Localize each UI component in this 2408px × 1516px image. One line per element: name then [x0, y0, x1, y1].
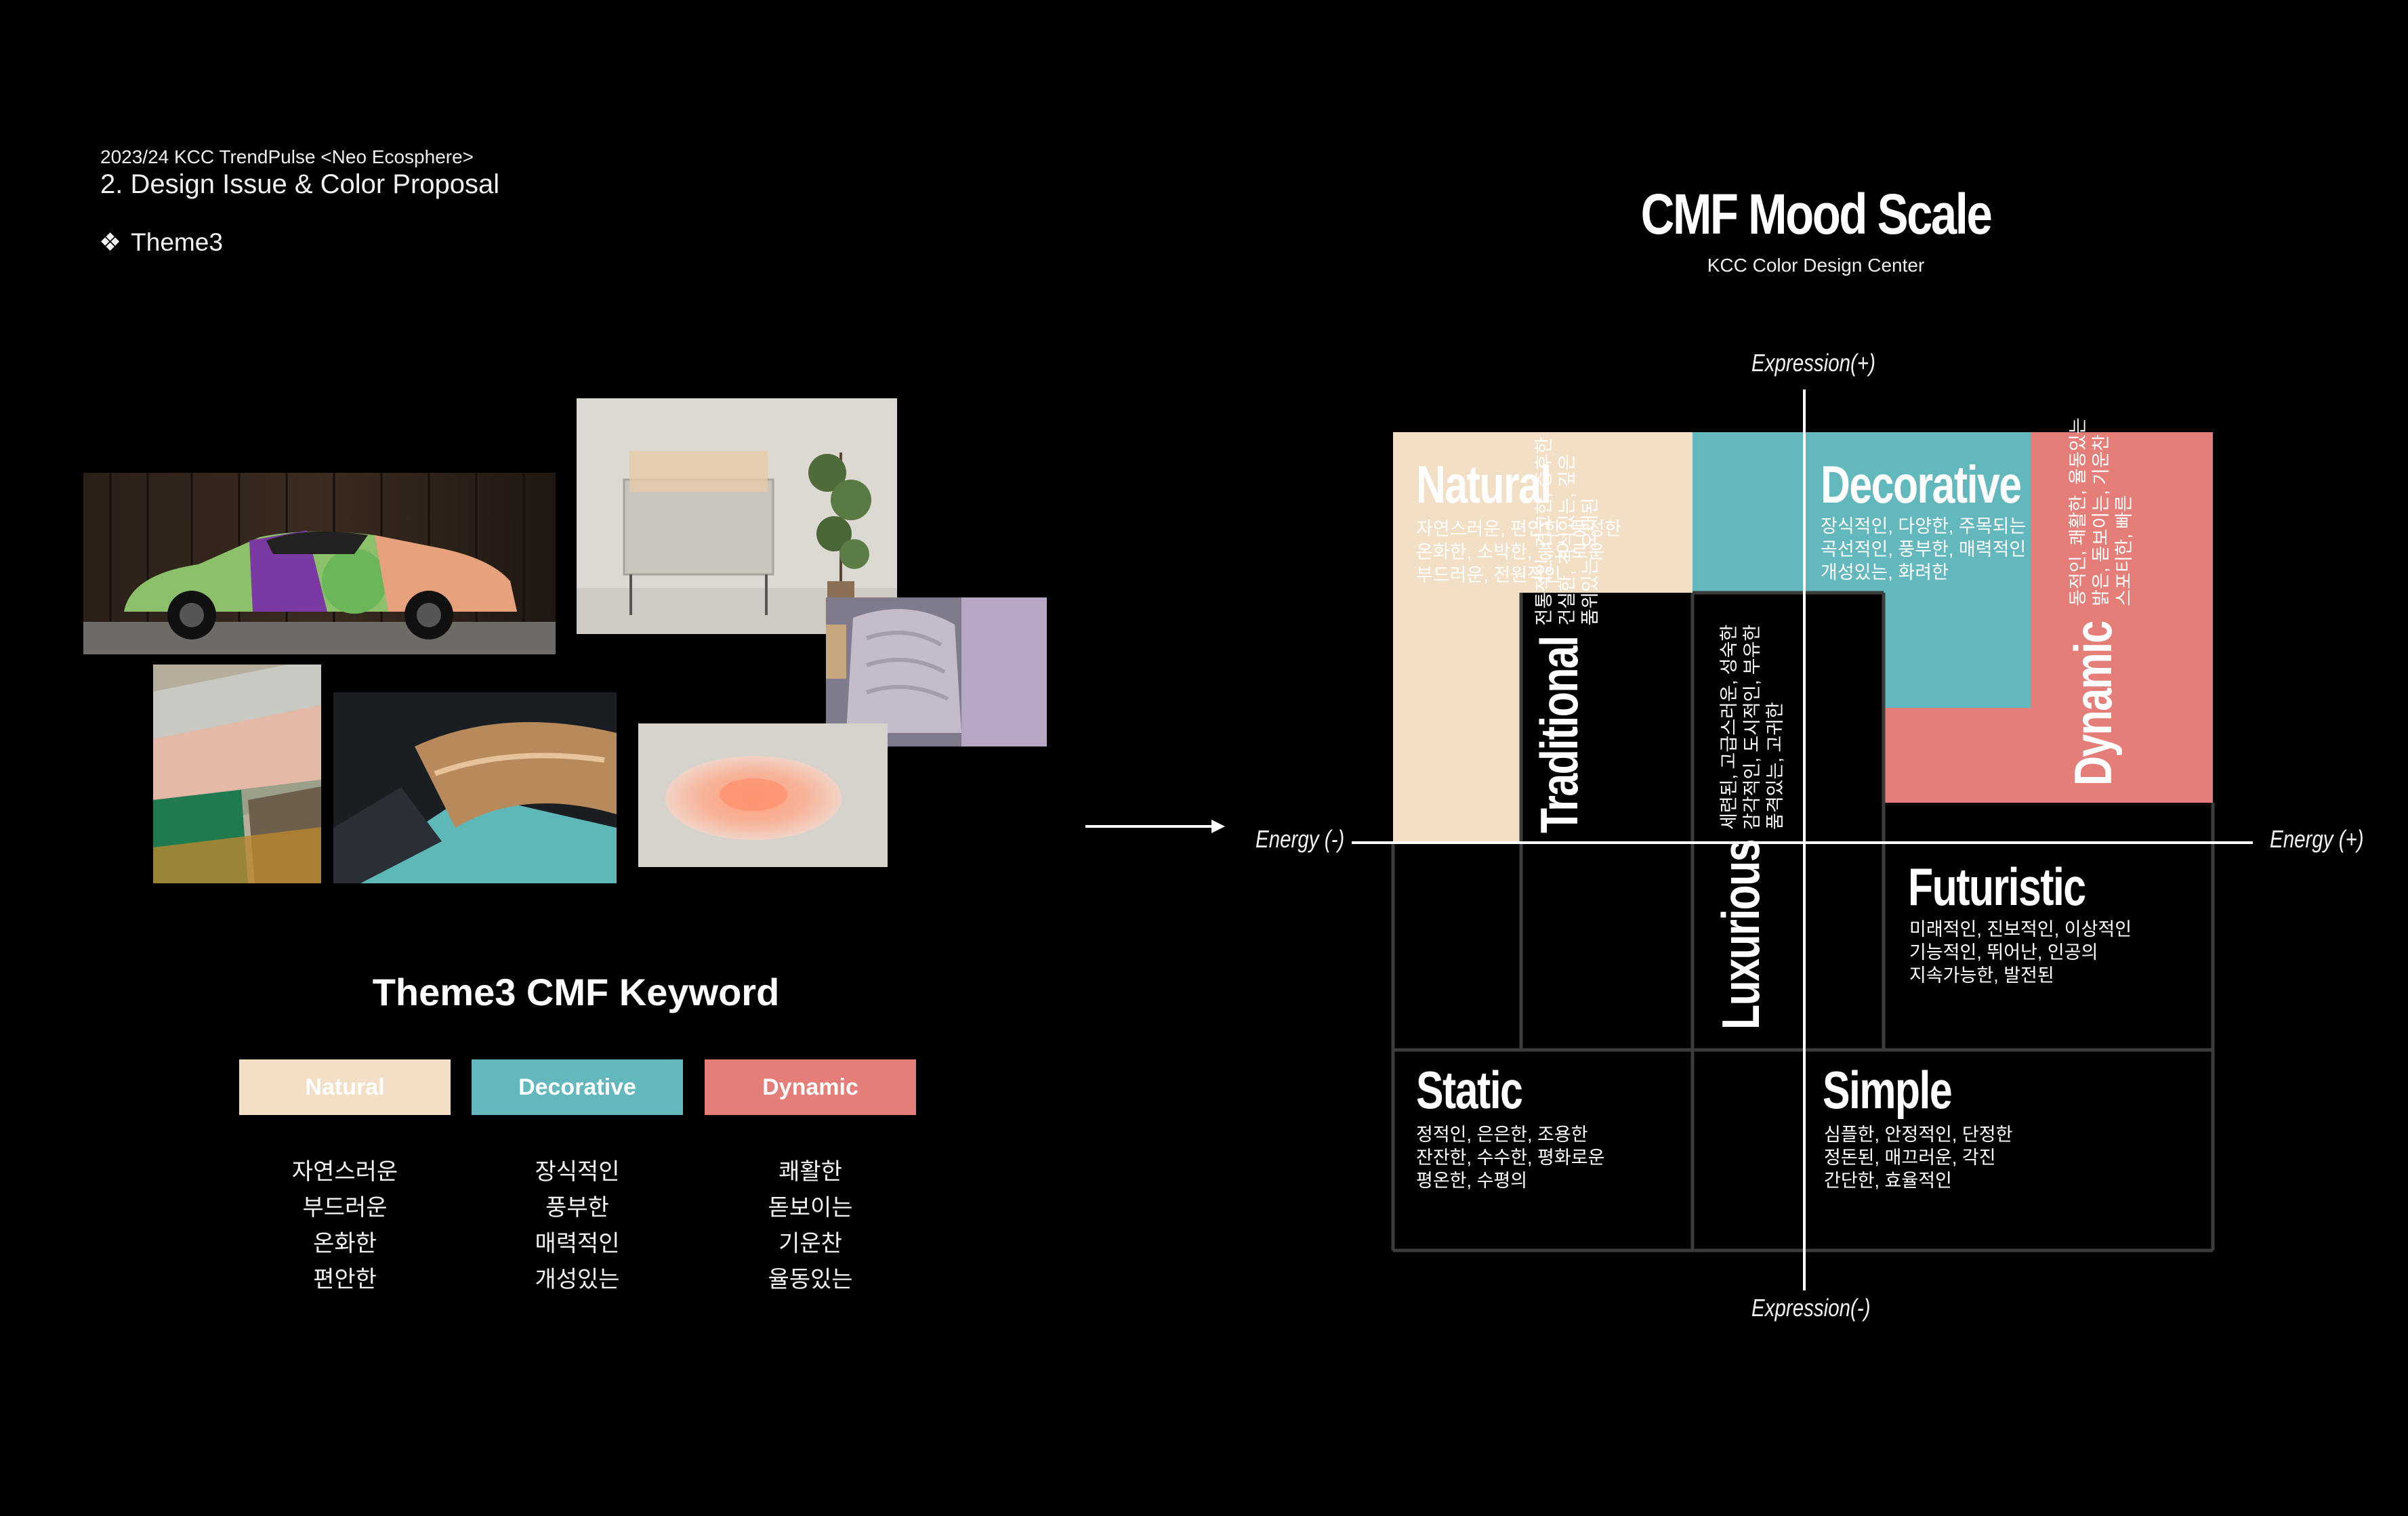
- theme-label: ❖ Theme3: [99, 228, 223, 257]
- desc-line: 부드러운, 전원적인: [1416, 565, 1561, 585]
- cell-desc-futuristic: 미래적인, 진보적인, 이상적인 기능적인, 뛰어난, 인공의 지속가능한, 발…: [1909, 918, 2132, 987]
- cell-title-futuristic: Futuristic: [1908, 857, 2086, 917]
- keyword-word: 자연스러운: [291, 1159, 398, 1185]
- keyword-word: 온화한: [313, 1231, 377, 1257]
- cell-dynamic-vertical: Dynamic 동적인, 쾌활한, 율동있는 밝은, 돋보이는, 기운찬 스포티…: [2063, 417, 2136, 786]
- car-interior-photo: [333, 692, 617, 883]
- desc-line: 동적인, 쾌활한, 율동있는: [2068, 417, 2088, 606]
- theme-label-text: Theme3: [131, 228, 223, 256]
- keyword-chip-decorative: Decorative: [472, 1059, 683, 1115]
- cell-title-traditional: Traditional: [1529, 636, 1589, 833]
- cell-desc-decorative: 장식적인, 다양한, 주목되는 곡선적인, 풍부한, 매력적인 개성있는, 화려…: [1821, 515, 2026, 584]
- axis-label-right: Energy (+): [2270, 825, 2364, 853]
- desc-line: 스포티한, 빠른: [2114, 494, 2134, 606]
- keyword-word: 매력적인: [535, 1231, 620, 1257]
- cell-title-luxurious: Luxurious: [1711, 839, 1770, 1030]
- desc-line: 건실한, 격식있는, 깊은: [1557, 454, 1577, 626]
- keyword-title: Theme3 CMF Keyword: [372, 971, 780, 1013]
- desc-line: 간단한, 효율적인: [1824, 1171, 1952, 1191]
- mood-scale-title: CMF Mood Scale: [1640, 182, 1993, 246]
- cell-title-decorative: Decorative: [1821, 455, 2022, 514]
- keyword-chip-dynamic: Dynamic: [705, 1059, 916, 1115]
- keyword-word: 돋보이는: [768, 1195, 853, 1221]
- axis-label-left: Energy (-): [1255, 825, 1345, 853]
- section-title: 2. Design Issue & Color Proposal: [100, 169, 500, 199]
- desc-line: 개성있는, 화려한: [1821, 562, 1949, 583]
- keyword-chip-natural: Natural: [239, 1059, 451, 1115]
- cell-desc-natural: 자연스러운, 편안한, 풍성한 온화한, 소박한, 풍요로운 부드러운, 전원적…: [1416, 518, 1621, 587]
- desc-line: 품격있는, 고귀한: [1765, 702, 1785, 830]
- cell-desc-traditional: 전통적인, 견고한, 중후한 건실한, 격식있는, 깊은 품위있는, 오래된: [1533, 437, 1602, 625]
- keyword-word: 부드러운: [302, 1195, 388, 1221]
- desc-line: 장식적인, 다양한, 주목되는: [1821, 516, 2027, 536]
- keyword-word: 율동있는: [768, 1267, 853, 1292]
- keyword-word: 장식적인: [535, 1159, 620, 1185]
- cell-title-dynamic: Dynamic: [2063, 621, 2123, 786]
- cell-desc-simple: 심플한, 안정적인, 단정한 정돈된, 매끄러운, 각진 간단한, 효율적인: [1824, 1123, 2012, 1192]
- keyword-word: 쾌활한: [779, 1159, 842, 1185]
- axis-label-bottom: Expression(-): [1751, 1294, 1871, 1322]
- desc-line: 밝은, 돋보이는, 기운찬: [2091, 434, 2111, 606]
- desc-line: 지속가능한, 발전된: [1909, 965, 2054, 986]
- keyword-word: 풍부한: [545, 1195, 609, 1221]
- knit-textile-photo: [153, 665, 321, 883]
- sideboard-photo: [577, 398, 897, 634]
- dynamic-region: [1884, 432, 2213, 803]
- diamond-bullet-icon: ❖: [99, 228, 122, 256]
- car-seat-photo: [826, 597, 1047, 746]
- car-photo: [83, 473, 556, 654]
- cell-title-simple: Simple: [1823, 1060, 1953, 1120]
- keyword-word: 개성있는: [535, 1267, 620, 1292]
- keyword-word: 편안한: [313, 1267, 377, 1292]
- cell-title-natural: Natural: [1416, 455, 1552, 514]
- cell-desc-dynamic: 동적인, 쾌활한, 율동있는 밝은, 돋보이는, 기운찬 스포티한, 빠른: [2067, 417, 2136, 606]
- axis-label-top: Expression(+): [1751, 349, 1875, 377]
- desc-line: 전통적인, 견고한, 중후한: [1534, 437, 1554, 626]
- cell-title-static: Static: [1416, 1060, 1523, 1120]
- presentation-supertitle: 2023/24 KCC TrendPulse <Neo Ecosphere>: [100, 146, 474, 167]
- peach-plate-photo: [638, 723, 888, 867]
- keyword-words-decorative: 장식적인 풍부한 매력적인 개성있는: [472, 1154, 683, 1298]
- keyword-words-dynamic: 쾌활한 돋보이는 기운찬 율동있는: [705, 1154, 916, 1298]
- desc-line: 정적인, 은은한, 조용한: [1416, 1124, 1588, 1145]
- right-arrow-icon: [1085, 820, 1225, 833]
- keyword-word: 기운찬: [779, 1231, 842, 1257]
- desc-line: 심플한, 안정적인, 단정한: [1824, 1124, 2013, 1145]
- desc-line: 자연스러운, 편안한, 풍성한: [1416, 519, 1622, 539]
- decorative-region: [1693, 432, 2031, 708]
- desc-line: 평온한, 수평의: [1416, 1171, 1528, 1191]
- desc-line: 곡선적인, 풍부한, 매력적인: [1821, 539, 2027, 560]
- desc-line: 온화한, 소박한, 풍요로운: [1416, 542, 1605, 562]
- desc-line: 정돈된, 매끄러운, 각진: [1824, 1147, 1996, 1168]
- cell-traditional-vertical: Traditional 전통적인, 견고한, 중후한 건실한, 격식있는, 깊은…: [1529, 437, 1602, 833]
- mood-scale-subtitle: KCC Color Design Center: [1707, 255, 1925, 276]
- cell-luxurious-title-wrap: Luxurious: [1711, 786, 1770, 1030]
- desc-line: 품위있는, 오래된: [1580, 497, 1600, 626]
- desc-line: 기능적인, 뛰어난, 인공의: [1909, 942, 2098, 963]
- desc-line: 잔잔한, 수수한, 평화로운: [1416, 1147, 1605, 1168]
- natural-region: [1393, 432, 1693, 843]
- desc-line: 미래적인, 진보적인, 이상적인: [1909, 919, 2132, 940]
- keyword-words-natural: 자연스러운 부드러운 온화한 편안한: [239, 1154, 451, 1298]
- cell-desc-static: 정적인, 은은한, 조용한 잔잔한, 수수한, 평화로운 평온한, 수평의: [1416, 1123, 1604, 1192]
